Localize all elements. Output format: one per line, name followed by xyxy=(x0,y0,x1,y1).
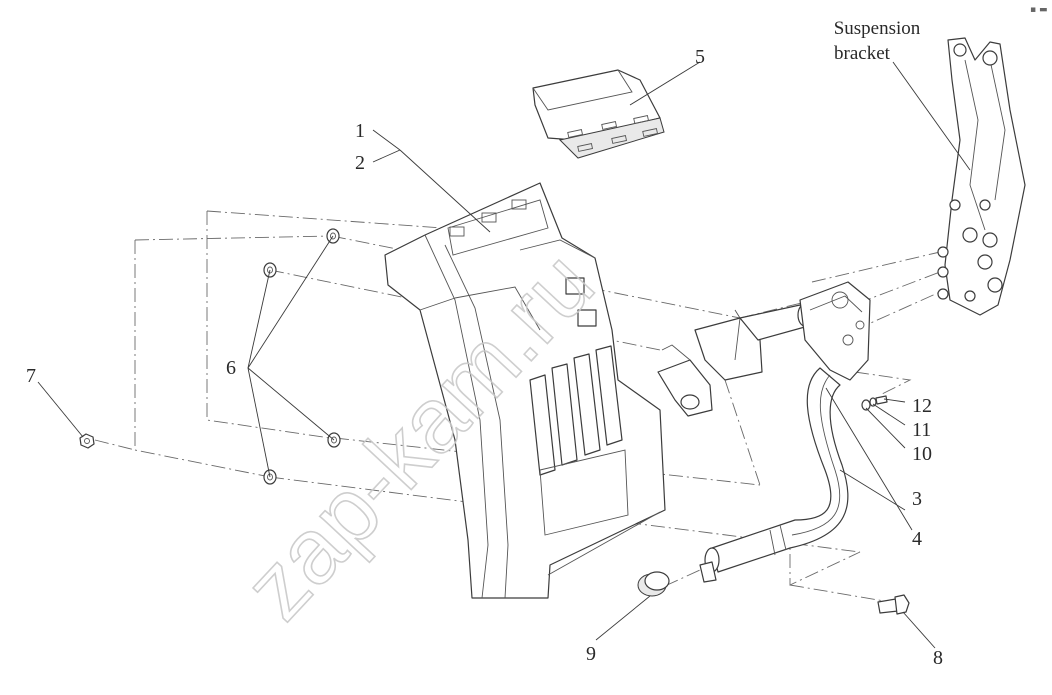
parts-10-12-fasteners xyxy=(861,395,888,411)
mounting-flange xyxy=(799,281,871,381)
callout-11: 11 xyxy=(912,419,931,441)
part-7-nut xyxy=(79,433,95,449)
part-3-4-tube xyxy=(699,367,849,583)
callout-5: 5 xyxy=(695,46,705,68)
callout-12: 12 xyxy=(912,395,932,417)
callout-7: 7 xyxy=(26,365,36,387)
caption-line-2: bracket xyxy=(834,43,891,64)
suspension-bracket-caption: Suspension bracket xyxy=(834,18,921,64)
callout-2: 2 xyxy=(355,152,365,174)
part-6-washers xyxy=(263,228,341,485)
part-9-cap-plug xyxy=(637,571,670,597)
caption-line-1: Suspension xyxy=(834,18,921,39)
suspension-bracket xyxy=(937,37,1026,316)
callout-4: 4 xyxy=(912,528,922,550)
part-8-bolt xyxy=(877,594,910,615)
leader-lines xyxy=(37,61,971,649)
tube-clamp-brackets xyxy=(657,303,813,417)
callout-3: 3 xyxy=(912,488,922,510)
callout-8: 8 xyxy=(933,647,943,669)
callout-1: 1 xyxy=(355,120,365,142)
callout-10: 10 xyxy=(912,443,932,465)
callout-6: 6 xyxy=(226,357,236,379)
part-5-top-cap xyxy=(532,69,665,159)
part-1-mudguard-panel xyxy=(384,182,666,599)
callout-9: 9 xyxy=(586,643,596,665)
callout-labels: 1 2 3 4 5 6 7 8 9 10 11 12 xyxy=(26,46,943,669)
corner-mark: ▪ ▬ xyxy=(1030,5,1047,15)
